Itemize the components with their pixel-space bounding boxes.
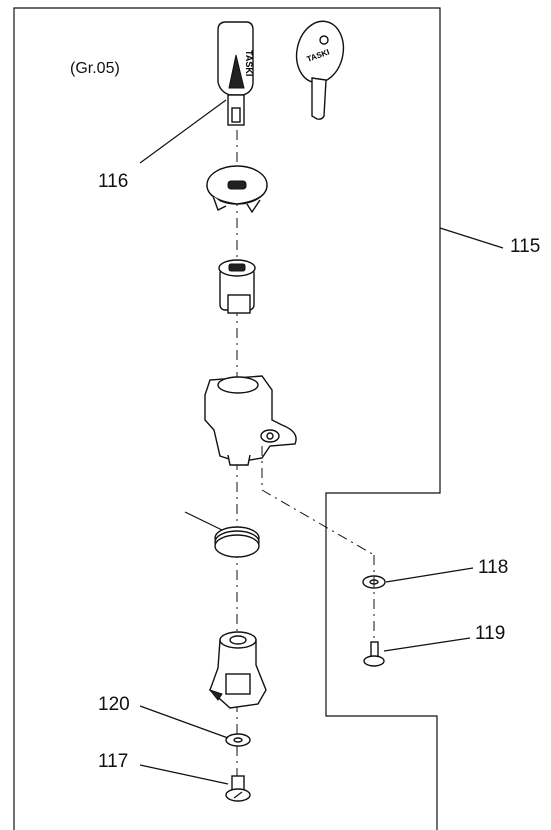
key-round: TASKI xyxy=(295,20,345,120)
leader-119 xyxy=(383,637,471,652)
leader-115 xyxy=(439,227,504,249)
group-label: (Gr.05) xyxy=(70,60,120,77)
key-flat: TASKI xyxy=(217,21,254,126)
lock-cylinder xyxy=(218,259,256,314)
leader-118 xyxy=(385,567,474,583)
torsion-spring xyxy=(184,511,260,558)
callout-118: 118 xyxy=(478,557,508,578)
lock-cap xyxy=(206,165,268,214)
lock-housing xyxy=(204,375,297,466)
side-axis-leader xyxy=(261,446,375,556)
key-brand-text: TASKI xyxy=(244,50,254,76)
callout-120: 120 xyxy=(98,694,130,715)
washer-120 xyxy=(225,733,251,747)
callout-116: 116 xyxy=(98,171,128,192)
leader-117 xyxy=(139,764,229,785)
callout-119: 119 xyxy=(475,623,505,644)
assembly-boundary-outline xyxy=(13,7,441,830)
callout-115: 115 xyxy=(510,236,540,257)
callout-117: 117 xyxy=(98,751,128,772)
lock-cam xyxy=(208,631,267,709)
screw-117 xyxy=(225,775,251,802)
leader-120 xyxy=(139,705,229,739)
screw-119 xyxy=(363,641,385,667)
leader-116 xyxy=(139,99,227,164)
